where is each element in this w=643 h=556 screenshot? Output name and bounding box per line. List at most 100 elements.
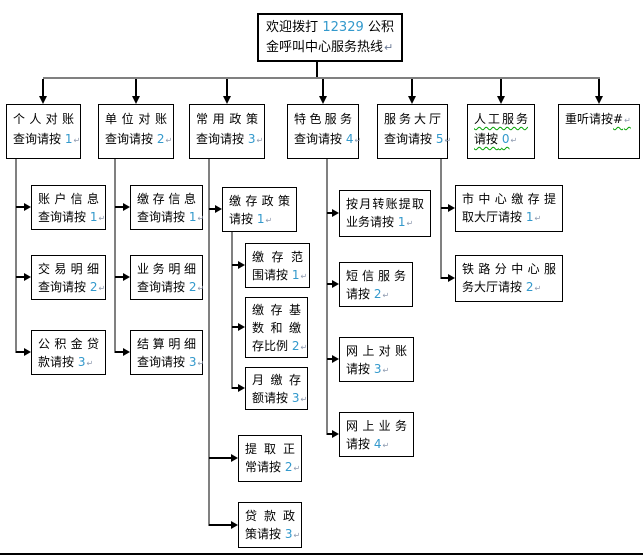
paragraph-mark: ↵ xyxy=(98,284,106,293)
arrow-head-down xyxy=(497,96,505,104)
welcome-text: 公积 xyxy=(367,20,394,35)
paragraph-mark: ↵ xyxy=(510,136,518,145)
arrow-head-right xyxy=(332,280,339,288)
arrow-line xyxy=(115,206,123,208)
key-number: 0 xyxy=(501,132,510,146)
arrow-head-right xyxy=(123,348,130,356)
connector-main-horizontal xyxy=(43,77,600,79)
key-number: 2 xyxy=(373,287,382,301)
label-text: 查询请按 xyxy=(38,210,87,224)
key-number: 2 xyxy=(89,280,98,294)
arrow-head-down xyxy=(595,96,603,104)
key-number: # xyxy=(613,112,624,126)
welcome-text: 欢迎拨打 xyxy=(266,20,319,35)
paragraph-mark: ↵ xyxy=(300,395,308,404)
node-text-line: 网上对账 xyxy=(346,344,407,358)
key-number: 2 xyxy=(188,280,197,294)
label-text: 款请按 xyxy=(38,355,75,369)
key-number: 3 xyxy=(373,362,382,376)
node-settlement-detail: 结算明细 查询请按 3↵ xyxy=(130,330,204,375)
node-text-line: 金呼叫中心服务热线↵ xyxy=(266,38,394,58)
key-number: 2 xyxy=(525,280,534,294)
node-text-line: 缴存范 xyxy=(252,250,303,264)
node-text-line: 公积金贷 xyxy=(38,337,99,351)
node-special-service-query: 特色服务 查询请按 4↵ xyxy=(287,104,361,159)
arrow-line xyxy=(209,208,215,210)
label-text: 查询请按 xyxy=(105,132,154,146)
arrow-line xyxy=(209,457,231,459)
label-text: 存比例 xyxy=(252,339,289,353)
label-text: 查询请按 xyxy=(137,210,186,224)
paragraph-mark: ↵ xyxy=(293,531,301,540)
key-number: 4 xyxy=(373,437,382,451)
bottom-border-line xyxy=(0,553,643,555)
node-text-line: 交易明细 xyxy=(38,262,99,276)
node-text-line: 查询请按 3↵ xyxy=(137,353,204,373)
key-number: 2 xyxy=(284,460,293,474)
arrow-head-right xyxy=(215,205,222,213)
node-text-line: 取大厅请按 1↵ xyxy=(462,208,556,228)
node-text-line: 结算明细 xyxy=(137,337,196,351)
node-text-line: 铁路分中心服 xyxy=(462,262,556,276)
arrow-head-right xyxy=(231,454,238,462)
hotline-number: 12329 xyxy=(322,20,364,35)
drop-line-unit xyxy=(114,159,116,353)
node-text-line: 请按 3↵ xyxy=(346,360,407,380)
paragraph-mark: ↵ xyxy=(534,214,542,223)
node-text-line: 缴存基 xyxy=(252,303,301,317)
arrow-line xyxy=(232,326,238,328)
node-monthly-transfer-withdrawal: 按月转账提取 业务请按 1↵ xyxy=(339,190,431,237)
arrow-head-down xyxy=(223,96,231,104)
label-text: 查询请按 xyxy=(38,280,87,294)
paragraph-mark: ↵ xyxy=(197,284,205,293)
node-online-reconciliation: 网上对账 请按 3↵ xyxy=(339,337,414,382)
arrow-head-down xyxy=(39,96,47,104)
label-text: 请按 xyxy=(474,132,499,146)
arrow-head-right xyxy=(448,274,455,282)
node-text-line: 策请按 3↵ xyxy=(245,525,300,545)
node-fund-loan: 公积金贷 款请按 3↵ xyxy=(31,330,106,375)
node-text-line: 提取正 xyxy=(245,442,295,456)
label-text: 取大厅请按 xyxy=(462,210,523,224)
node-replay: 重听请按#↵ xyxy=(558,104,640,159)
node-text-line: 围请按 1↵ xyxy=(252,266,307,286)
paragraph-mark: ↵ xyxy=(624,116,631,125)
arrow-head-right xyxy=(332,355,339,363)
key-number: 5 xyxy=(435,132,444,146)
node-manual-service: 人工服务 请按 0↵ xyxy=(467,104,535,159)
node-deposit-policy: 缴存政策 请按 1↵ xyxy=(222,187,297,232)
drop-line-policy xyxy=(208,159,210,526)
node-business-detail: 业务明细 查询请按 2↵ xyxy=(130,255,205,300)
node-text-line: 请按 0↵ xyxy=(474,129,528,151)
key-number: 4 xyxy=(345,132,354,146)
key-number: 1 xyxy=(525,210,534,224)
paragraph-mark: ↵ xyxy=(165,136,173,145)
node-text-line: 短信服务 xyxy=(346,269,406,283)
node-text-line: 贷款政 xyxy=(245,509,295,523)
node-text-line: 款请按 3↵ xyxy=(38,353,99,373)
key-number: 1 xyxy=(188,210,197,224)
connector-stem xyxy=(316,62,318,78)
node-text-line: 查询请按 2↵ xyxy=(105,129,172,151)
paragraph-mark: ↵ xyxy=(382,291,390,300)
label-text: 请按 xyxy=(346,362,371,376)
label-text: 请按 xyxy=(346,287,371,301)
node-text-line: 月缴存 xyxy=(252,373,301,387)
arrow-head-right xyxy=(332,430,339,438)
node-welcome-hotline: 欢迎拨打 12329 公积 金呼叫中心服务热线↵ xyxy=(257,13,403,62)
node-text-line: 查询请按 3↵ xyxy=(196,129,263,151)
node-text-line: 请按 4↵ xyxy=(346,435,407,455)
arrow-head-right xyxy=(238,323,245,331)
arrow-line xyxy=(16,206,24,208)
drop-line-special xyxy=(326,159,328,435)
arrow-line xyxy=(441,277,448,279)
arrow-line xyxy=(16,276,24,278)
label-text: 策请按 xyxy=(245,527,282,541)
key-number: 1 xyxy=(397,215,406,229)
node-text-line: 数和缴 xyxy=(252,321,301,335)
arrow-line xyxy=(327,212,332,214)
arrow-line xyxy=(327,433,332,435)
arrow-line xyxy=(115,276,123,278)
label-text: 额请按 xyxy=(252,391,289,405)
arrow-line xyxy=(135,79,137,96)
